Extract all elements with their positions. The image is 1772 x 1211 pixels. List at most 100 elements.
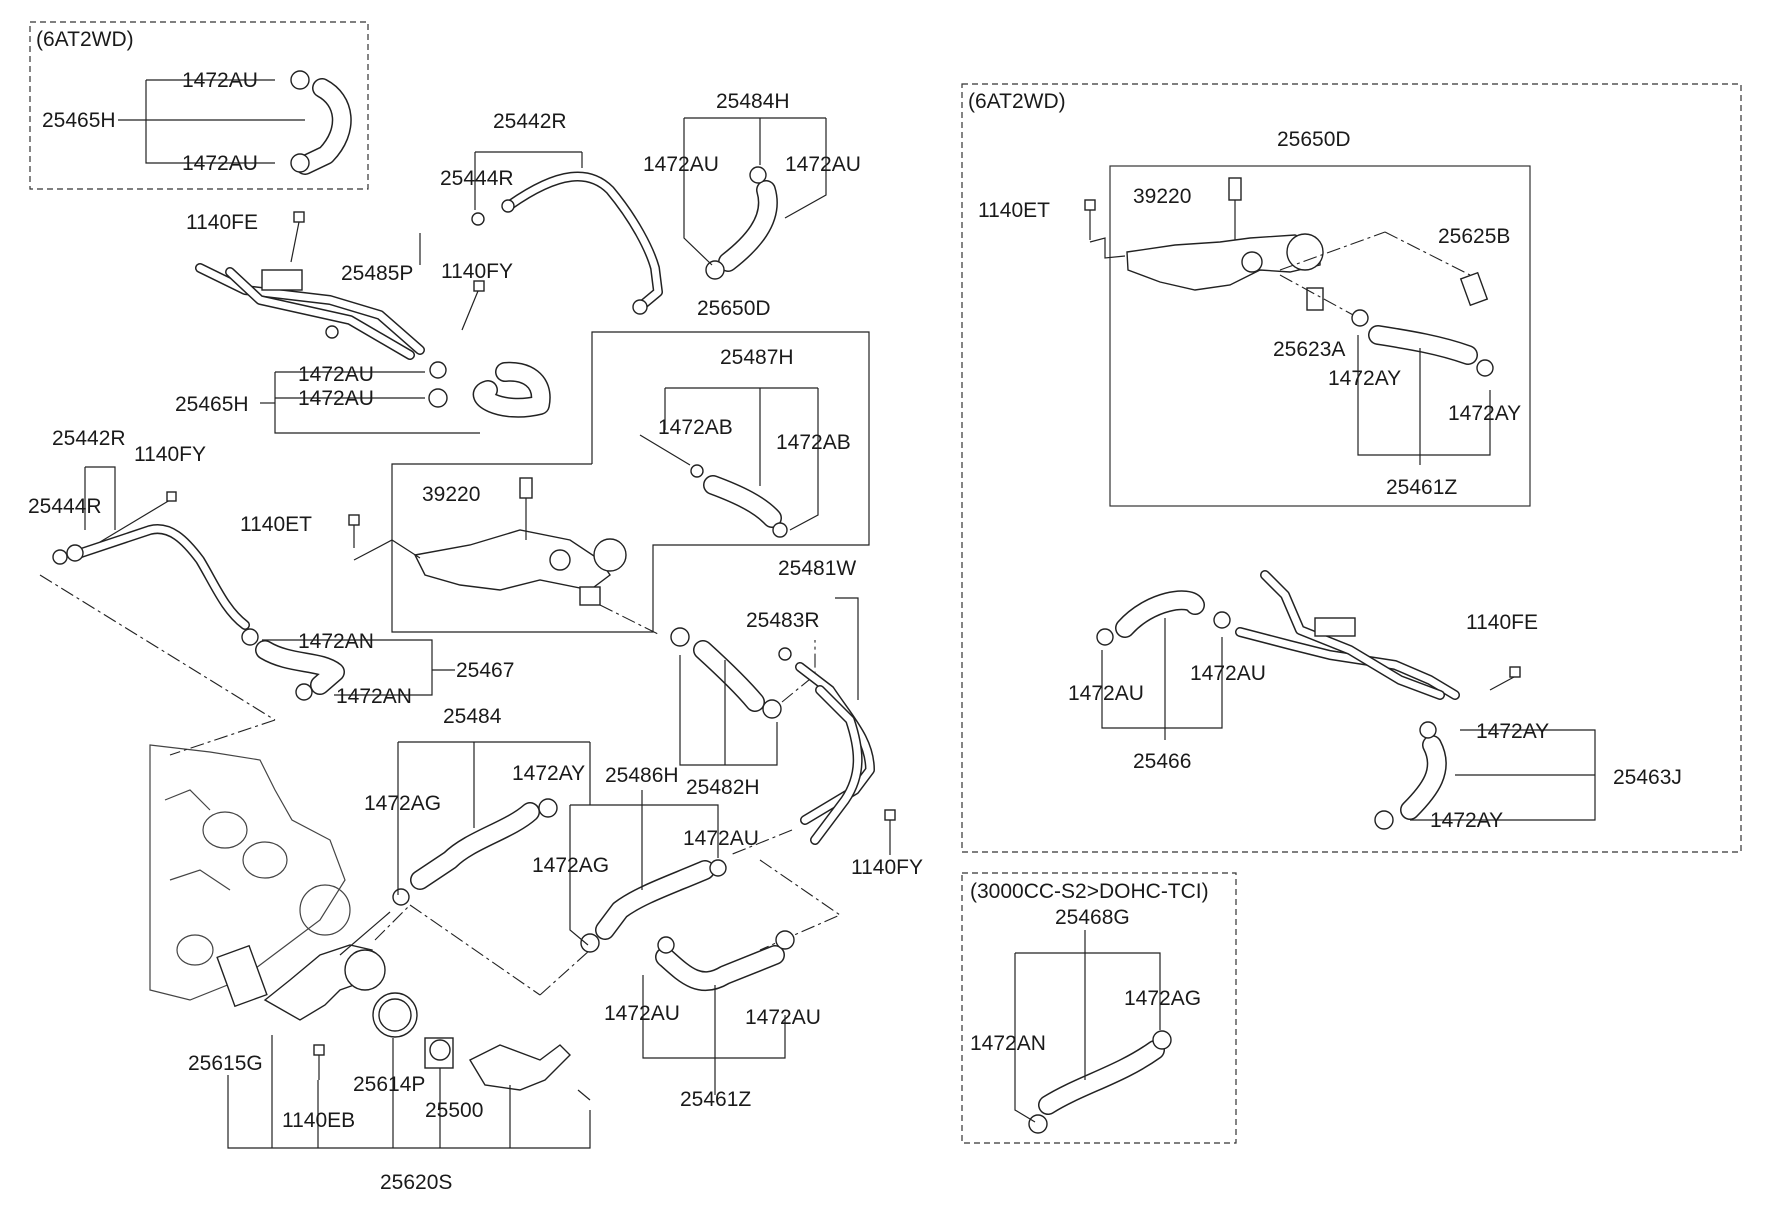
hose-25484h xyxy=(705,166,778,280)
hose-25482h xyxy=(670,627,782,719)
label-25465h: 25465H xyxy=(175,393,249,416)
oring-25444r xyxy=(471,212,485,226)
label-25625b: 25625B xyxy=(1438,225,1510,248)
pipe-25442r-upper xyxy=(501,171,663,315)
hose-25463j xyxy=(1374,721,1447,830)
label-1472au: 1472AU xyxy=(604,1002,680,1025)
label-1140fe: 1140FE xyxy=(186,211,258,234)
sensor-39220-right xyxy=(1228,177,1242,240)
label-1472au: 1472AU xyxy=(298,387,374,410)
bolt-1140et-left xyxy=(348,514,360,548)
sub-box-25650d-right xyxy=(1109,165,1531,507)
label-1472ag: 1472AG xyxy=(1124,987,1201,1010)
hose-25461z-right xyxy=(1351,309,1494,377)
housing-25620s xyxy=(216,944,386,1021)
label-1472ag: 1472AG xyxy=(364,792,441,815)
label-1472ay: 1472AY xyxy=(1448,402,1521,425)
label-39220: 39220 xyxy=(1133,185,1191,208)
sensor-39220-left xyxy=(519,477,533,540)
label-1140eb: 1140EB xyxy=(282,1109,355,1132)
label-1472ab: 1472AB xyxy=(776,431,851,454)
label-25615g: 25615G xyxy=(188,1052,263,1075)
label-1472au: 1472AU xyxy=(1068,682,1144,705)
pipe-25485p xyxy=(195,263,425,360)
label-1472ab: 1472AB xyxy=(658,416,733,439)
label-25623a: 25623A xyxy=(1273,338,1345,361)
hose-25484 xyxy=(392,798,558,906)
label-25650d: 25650D xyxy=(1277,128,1351,151)
fitting-25625b xyxy=(1459,271,1489,307)
label-25444r: 25444R xyxy=(440,167,514,190)
label-1472ag: 1472AG xyxy=(532,854,609,877)
label-25650d: 25650D xyxy=(697,297,771,320)
label-1472au: 1472AU xyxy=(182,152,258,175)
hose-25487h xyxy=(690,464,788,538)
label-1140fy: 1140FY xyxy=(851,856,923,879)
label-1472ay: 1472AY xyxy=(1328,367,1401,390)
pipe-25481w xyxy=(778,647,875,845)
label-1472au: 1472AU xyxy=(785,153,861,176)
group-box-3000cc: (3000CC-S2>DOHC-TCI) xyxy=(961,872,1237,1144)
label-25461z: 25461Z xyxy=(1386,476,1457,499)
hose-25467 xyxy=(241,628,345,701)
bolt-1140fe-a xyxy=(290,211,305,263)
label-25614p: 25614P xyxy=(353,1073,425,1096)
stud-1140fy-b xyxy=(99,499,171,543)
group-title: (3000CC-S2>DOHC-TCI) xyxy=(970,880,1209,903)
label-25484h: 25484H xyxy=(716,90,790,113)
gasket-25614p xyxy=(372,992,418,1038)
label-25484: 25484 xyxy=(443,705,502,728)
water-inlet xyxy=(469,1044,571,1091)
hose-25468g xyxy=(1028,1030,1172,1134)
label-25483r: 25483R xyxy=(746,609,820,632)
label-25463j: 25463J xyxy=(1613,766,1682,789)
label-25500: 25500 xyxy=(425,1099,483,1122)
label-1140fy: 1140FY xyxy=(134,443,206,466)
label-25442r: 25442R xyxy=(52,427,126,450)
engine-block xyxy=(149,744,351,1001)
sub-box-25650d-left xyxy=(391,331,870,633)
label-1472au: 1472AU xyxy=(182,69,258,92)
label-1140et: 1140ET xyxy=(978,199,1050,222)
pipe-heater-right xyxy=(1235,570,1460,700)
label-1472ay: 1472AY xyxy=(512,762,585,785)
label-1140fe: 1140FE xyxy=(1466,611,1538,634)
label-25485p: 25485P xyxy=(341,262,413,285)
group-title: (6AT2WD) xyxy=(968,90,1066,113)
label-1472au: 1472AU xyxy=(643,153,719,176)
label-25620s: 25620S xyxy=(380,1171,452,1194)
hose-25461z-lower xyxy=(655,930,795,991)
group-box-6at2wd-top-left: (6AT2WD) xyxy=(29,21,369,190)
bolt-1140fy-a xyxy=(461,280,485,331)
bolt-1140fe-b xyxy=(1489,666,1521,691)
label-25467: 25467 xyxy=(456,659,514,682)
label-1472au: 1472AU xyxy=(683,827,759,850)
group-title: (6AT2WD) xyxy=(36,28,134,51)
bolt-1140eb xyxy=(313,1044,325,1080)
label-25444r: 25444R xyxy=(28,495,102,518)
pipe-25442r-lower xyxy=(52,524,250,630)
label-25486h: 25486H xyxy=(605,764,679,787)
label-25481w: 25481W xyxy=(778,557,856,580)
label-25442r: 25442R xyxy=(493,110,567,133)
group-box-6at2wd-right: (6AT2WD) xyxy=(961,83,1742,853)
hose-25465h-a xyxy=(290,70,352,175)
hose-25465h-b xyxy=(428,361,551,418)
label-25466: 25466 xyxy=(1133,750,1191,773)
label-25461z: 25461Z xyxy=(680,1088,751,1111)
bolt-1140fy-c xyxy=(884,809,896,855)
hose-25486h xyxy=(580,859,727,953)
label-1140fy: 1140FY xyxy=(441,260,513,283)
fitting-25623a xyxy=(1306,287,1324,311)
label-1472au: 1472AU xyxy=(298,363,374,386)
label-25482h: 25482H xyxy=(686,776,760,799)
label-1140et: 1140ET xyxy=(240,513,312,536)
label-39220: 39220 xyxy=(422,483,480,506)
label-1472au: 1472AU xyxy=(1190,662,1266,685)
label-1472an: 1472AN xyxy=(336,685,412,708)
label-1472ay: 1472AY xyxy=(1430,809,1503,832)
thermostat-25500 xyxy=(424,1037,454,1069)
bolt-1140et-right xyxy=(1084,199,1096,240)
label-25468g: 25468G xyxy=(1055,906,1130,929)
